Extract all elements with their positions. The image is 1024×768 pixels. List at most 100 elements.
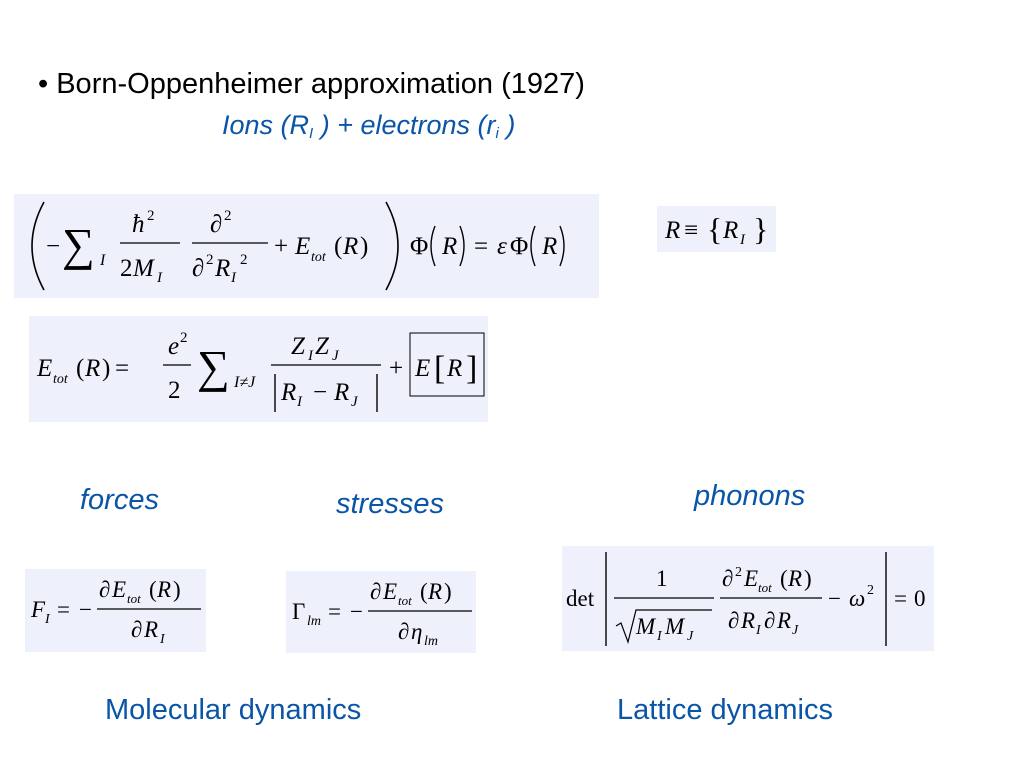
stresses-label: stresses xyxy=(336,488,444,520)
svg-text:∂: ∂ xyxy=(99,577,110,602)
svg-text:−: − xyxy=(350,599,363,624)
svg-text:∑: ∑ xyxy=(197,341,230,392)
svg-text:I: I xyxy=(156,270,163,286)
svg-text:tot: tot xyxy=(758,580,772,595)
svg-text:2: 2 xyxy=(120,255,133,282)
svg-text:(: ( xyxy=(780,566,788,591)
svg-text:{: { xyxy=(707,211,722,247)
svg-text:lm: lm xyxy=(307,614,321,629)
svg-text:lm: lm xyxy=(424,634,438,649)
svg-text:∂: ∂ xyxy=(728,608,739,633)
svg-text:η: η xyxy=(411,619,422,644)
force-equation: F I = − ∂ E tot ( R ) ∂ R I xyxy=(25,569,206,652)
svg-text:I: I xyxy=(739,232,746,248)
svg-text:M: M xyxy=(132,255,155,282)
slide-title: • Born-Oppenheimer approximation (1927) xyxy=(38,68,585,101)
svg-text:): ) xyxy=(173,577,181,602)
svg-text:R: R xyxy=(441,233,457,260)
svg-text:J: J xyxy=(687,629,694,644)
svg-text:tot: tot xyxy=(311,250,327,265)
svg-text:2: 2 xyxy=(224,208,232,224)
svg-text:e: e xyxy=(168,333,179,360)
force-equation-graphic: F I = − ∂ E tot ( R ) ∂ R I xyxy=(30,577,201,647)
svg-text:R: R xyxy=(143,617,158,642)
svg-text:≡: ≡ xyxy=(684,217,698,244)
svg-text:ε: ε xyxy=(497,233,507,260)
svg-text:R: R xyxy=(541,233,557,260)
svg-text:I≠J: I≠J xyxy=(233,374,256,391)
svg-text:(: ( xyxy=(149,577,157,602)
slide-subtitle: Ions (RI ) + electrons (ri ) xyxy=(222,110,515,142)
subtitle-ions: Ions (R xyxy=(222,110,310,140)
svg-text:I: I xyxy=(99,252,106,269)
svg-text:−: − xyxy=(313,379,327,406)
svg-text:R: R xyxy=(280,379,296,406)
svg-text:det: det xyxy=(566,586,595,611)
svg-text:I: I xyxy=(656,629,663,644)
svg-text:R: R xyxy=(333,379,349,406)
phonon-equation-graphic: det 1 M I M J ∂ 2 E tot ( R ) ∂ R I ∂ R … xyxy=(566,552,926,646)
svg-text:E: E xyxy=(36,355,52,382)
svg-text:}: } xyxy=(753,211,768,247)
svg-text:∂: ∂ xyxy=(210,211,222,238)
svg-text:R: R xyxy=(84,355,100,382)
definition-equation: R ≡ { R I } xyxy=(657,206,776,252)
subtitle-end: ) xyxy=(498,110,516,140)
svg-text:1: 1 xyxy=(656,566,668,591)
svg-text:R: R xyxy=(722,217,738,244)
subtitle-ions-sub: I xyxy=(309,125,314,142)
svg-text:+: + xyxy=(389,355,403,382)
svg-text:): ) xyxy=(804,566,812,591)
svg-text:=: = xyxy=(474,233,488,260)
subtitle-middle: ) + electrons (r xyxy=(313,110,496,140)
svg-text:=: = xyxy=(115,355,129,382)
svg-text:Z: Z xyxy=(291,333,306,360)
svg-text:I: I xyxy=(307,348,314,364)
svg-text:R: R xyxy=(427,579,442,604)
phonon-equation: det 1 M I M J ∂ 2 E tot ( R ) ∂ R I ∂ R … xyxy=(562,546,934,651)
svg-text:F: F xyxy=(30,597,46,622)
svg-text:R: R xyxy=(776,608,791,633)
svg-text:R: R xyxy=(664,217,680,244)
svg-text:2: 2 xyxy=(180,330,188,346)
svg-text:2: 2 xyxy=(206,252,214,268)
svg-text:∑: ∑ xyxy=(62,219,95,270)
phonons-label: phonons xyxy=(694,480,806,512)
svg-text:E: E xyxy=(294,233,310,260)
svg-text:I: I xyxy=(230,270,237,286)
svg-text:∂: ∂ xyxy=(370,579,381,604)
svg-text:2: 2 xyxy=(147,208,155,224)
svg-text:∂: ∂ xyxy=(131,617,142,642)
svg-text:−: − xyxy=(828,586,841,611)
svg-text:E: E xyxy=(111,577,126,602)
svg-text:ħ: ħ xyxy=(132,211,145,238)
svg-text:J: J xyxy=(351,394,359,410)
svg-text:]: ] xyxy=(466,350,477,387)
svg-text:2: 2 xyxy=(240,252,248,268)
svg-text:I: I xyxy=(296,394,303,410)
schrodinger-equation: − ∑ I ħ 2 2 M I ∂ 2 ∂ 2 R I 2 + E tot ( … xyxy=(14,194,599,298)
stress-equation-graphic: Γ lm = − ∂ E tot ( R ) ∂ η lm xyxy=(292,579,472,649)
svg-text:Φ: Φ xyxy=(410,233,428,260)
svg-text:tot: tot xyxy=(398,593,412,608)
svg-text:=: = xyxy=(57,597,70,622)
svg-text:(: ( xyxy=(334,233,342,260)
svg-text:2: 2 xyxy=(735,565,742,580)
svg-text:E: E xyxy=(382,579,397,604)
svg-text:M: M xyxy=(635,614,657,639)
svg-text:R: R xyxy=(342,233,358,260)
svg-text:0: 0 xyxy=(914,586,926,611)
bullet-glyph: • xyxy=(38,68,49,100)
svg-text:): ) xyxy=(102,355,110,382)
svg-text:Z: Z xyxy=(315,333,330,360)
svg-text:Φ: Φ xyxy=(510,233,528,260)
stress-equation: Γ lm = − ∂ E tot ( R ) ∂ η lm xyxy=(286,571,476,653)
svg-text:=: = xyxy=(328,599,341,624)
svg-text:R: R xyxy=(787,566,802,591)
svg-text:M: M xyxy=(664,614,686,639)
total-energy-equation: E tot ( R ) = e 2 2 ∑ I≠J Z I Z J R I − … xyxy=(29,316,488,422)
svg-text:): ) xyxy=(444,579,452,604)
schrodinger-equation-graphic: − ∑ I ħ 2 2 M I ∂ 2 ∂ 2 R I 2 + E tot ( … xyxy=(31,201,565,291)
subtitle-electrons-sub: i xyxy=(495,125,499,142)
definition-equation-graphic: R ≡ { R I } xyxy=(664,211,768,248)
